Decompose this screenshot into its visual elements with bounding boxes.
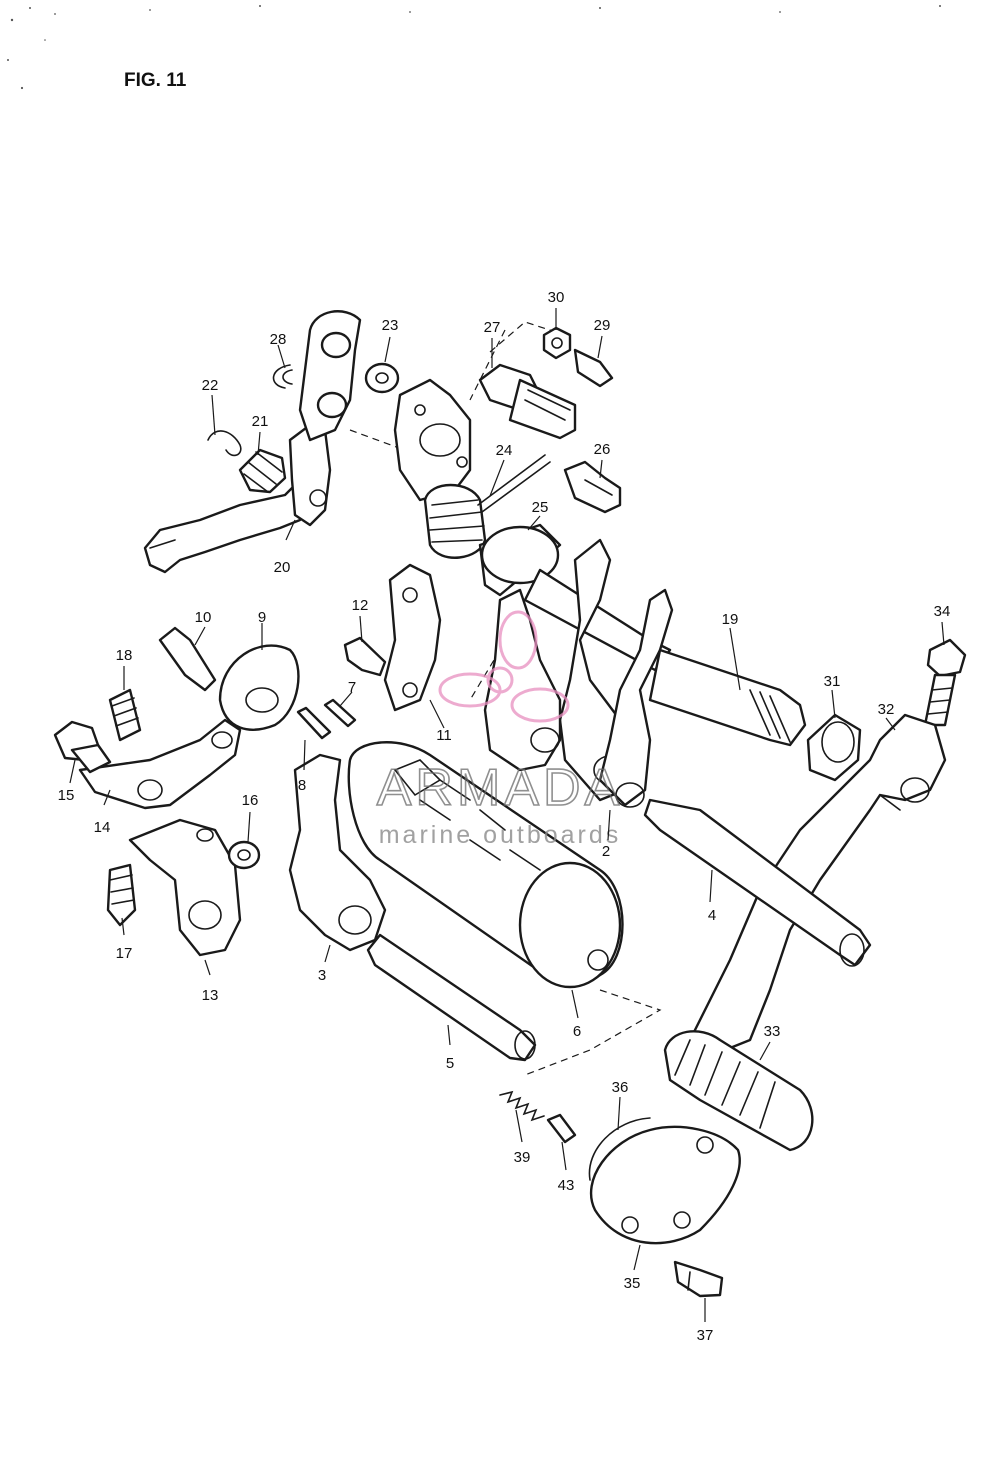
callout-36: 36 <box>612 1079 629 1096</box>
callout-20: 20 <box>274 559 291 576</box>
spring-17 <box>106 863 137 927</box>
bolt-34 <box>923 638 967 727</box>
leader-lines <box>69 308 945 1322</box>
callout-33: 33 <box>764 1023 781 1040</box>
callout-34: 34 <box>934 603 951 620</box>
bolt-37 <box>673 1260 724 1298</box>
shift-fork-center <box>483 588 562 772</box>
cover-35 <box>589 1125 741 1245</box>
rubber-33 <box>663 1030 814 1152</box>
callout-2: 2 <box>602 843 610 860</box>
callout-labels: 2 3 4 5 6 7 8 9 10 11 12 13 14 15 16 17 … <box>58 289 951 1344</box>
callout-31: 31 <box>824 673 841 690</box>
cam-stopper-3 <box>288 753 387 952</box>
callout-15: 15 <box>58 787 75 804</box>
scan-noise <box>7 5 941 90</box>
clip-22 <box>207 430 242 457</box>
callout-13: 13 <box>202 987 219 1004</box>
callout-43: 43 <box>558 1177 575 1194</box>
callout-18: 18 <box>116 647 133 664</box>
callout-12: 12 <box>352 597 369 614</box>
pin-8 <box>296 706 332 740</box>
shift-fork-right <box>598 588 674 808</box>
washer-23 <box>364 362 400 394</box>
collar-31 <box>806 713 862 782</box>
callout-37: 37 <box>697 1327 714 1344</box>
callout-23: 23 <box>382 317 399 334</box>
callout-5: 5 <box>446 1055 454 1072</box>
callout-32: 32 <box>878 701 895 718</box>
pin-43 <box>546 1113 577 1144</box>
plate-13 <box>128 818 242 957</box>
stopper-plate <box>393 378 472 502</box>
pin-12 <box>343 636 387 677</box>
callout-16: 16 <box>242 792 259 809</box>
callout-9: 9 <box>258 609 266 626</box>
callout-24: 24 <box>496 442 513 459</box>
callout-29: 29 <box>594 317 611 334</box>
callout-26: 26 <box>594 441 611 458</box>
spring-39 <box>499 1090 545 1122</box>
pawl-11 <box>383 563 442 712</box>
watermark-subtitle: marine outboards <box>379 821 622 849</box>
watermark-title: ARMADA <box>377 759 623 817</box>
callout-17: 17 <box>116 945 133 962</box>
nut-30 <box>542 326 572 360</box>
callout-27: 27 <box>484 319 501 336</box>
callout-21: 21 <box>252 413 269 430</box>
callout-3: 3 <box>318 967 326 984</box>
figure-label: FIG. 11 <box>124 70 187 91</box>
lever-14 <box>78 718 242 810</box>
bolt-26 <box>563 460 622 514</box>
shift-plate <box>298 310 362 442</box>
callout-39: 39 <box>514 1149 531 1166</box>
shaft-4 <box>643 798 872 967</box>
shaft-5 <box>366 933 537 1062</box>
pin-27 <box>478 363 577 440</box>
bolt-29 <box>573 348 614 388</box>
spring-18 <box>108 688 142 742</box>
spring-24 <box>423 454 551 559</box>
callout-7: 7 <box>348 679 356 696</box>
callout-28: 28 <box>270 331 287 348</box>
callout-19: 19 <box>722 611 739 628</box>
watermark: ARMADA marine outboards <box>376 610 623 849</box>
arm-9 <box>218 644 300 731</box>
pin-7 <box>323 698 357 728</box>
callout-25: 25 <box>532 499 549 516</box>
callout-35: 35 <box>624 1275 641 1292</box>
circlip-28 <box>272 364 293 389</box>
pin-10 <box>158 626 217 692</box>
callout-6: 6 <box>573 1023 581 1040</box>
gasket-36 <box>588 1117 651 1181</box>
callout-14: 14 <box>94 819 111 836</box>
callout-4: 4 <box>708 907 716 924</box>
callout-8: 8 <box>298 777 306 794</box>
gearshift-cam-6 <box>347 741 624 989</box>
bolt-15 <box>53 720 112 774</box>
callout-11: 11 <box>436 727 452 744</box>
shift-arm-20 <box>143 423 332 574</box>
spring-21 <box>238 448 287 494</box>
callout-30: 30 <box>548 289 565 306</box>
callout-10: 10 <box>195 609 212 626</box>
shaft-19 <box>648 648 807 747</box>
armada-logo-icon <box>438 610 570 723</box>
washer-16 <box>227 840 261 870</box>
gearshift-pedal-32 <box>688 713 947 1062</box>
callout-22: 22 <box>202 377 219 394</box>
